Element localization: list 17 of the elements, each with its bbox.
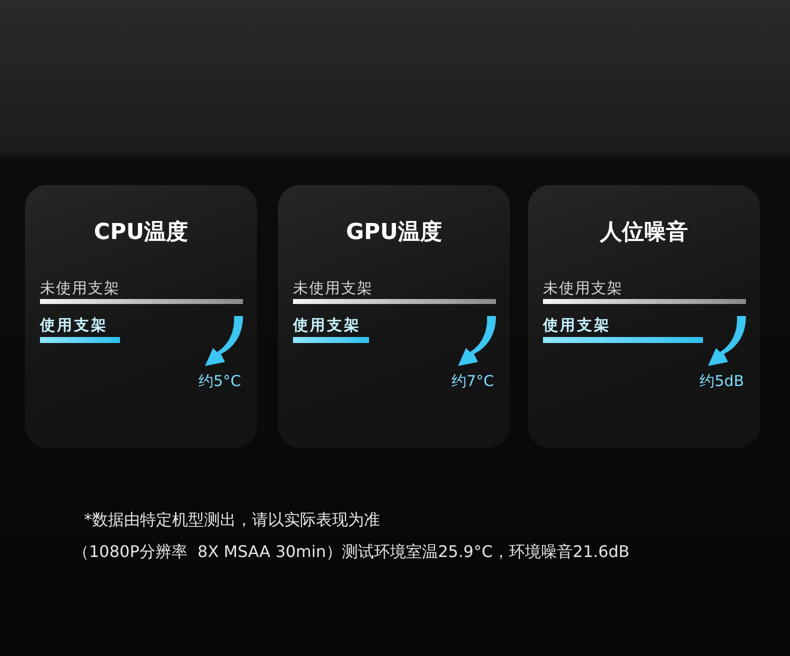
card-title: 人位噪音 bbox=[598, 218, 689, 247]
card-title: GPU温度 bbox=[344, 218, 444, 247]
bar-label: 未使用支架 bbox=[543, 279, 623, 298]
comparison-card bbox=[528, 185, 760, 448]
value-label: 约7°C bbox=[451, 372, 494, 391]
comparison-card bbox=[278, 185, 510, 448]
bar-label: 使用支架 bbox=[40, 316, 108, 335]
bar-label: 未使用支架 bbox=[293, 279, 373, 298]
bar-label: 未使用支架 bbox=[40, 279, 120, 298]
bar-label: 使用支架 bbox=[543, 316, 611, 335]
value-label: 约5dB bbox=[700, 372, 744, 391]
card-title: CPU温度 bbox=[92, 218, 190, 247]
footnote: （1080P分辨率 8X MSAA 30min）测试环境室温25.9°C，环境噪音21.6dB bbox=[73, 542, 630, 563]
bar-label: 使用支架 bbox=[293, 316, 361, 335]
footnote: *数据由特定机型测出，请以实际表现为准 bbox=[84, 510, 380, 531]
value-label: 约5°C bbox=[198, 372, 241, 391]
comparison-card bbox=[25, 185, 257, 448]
